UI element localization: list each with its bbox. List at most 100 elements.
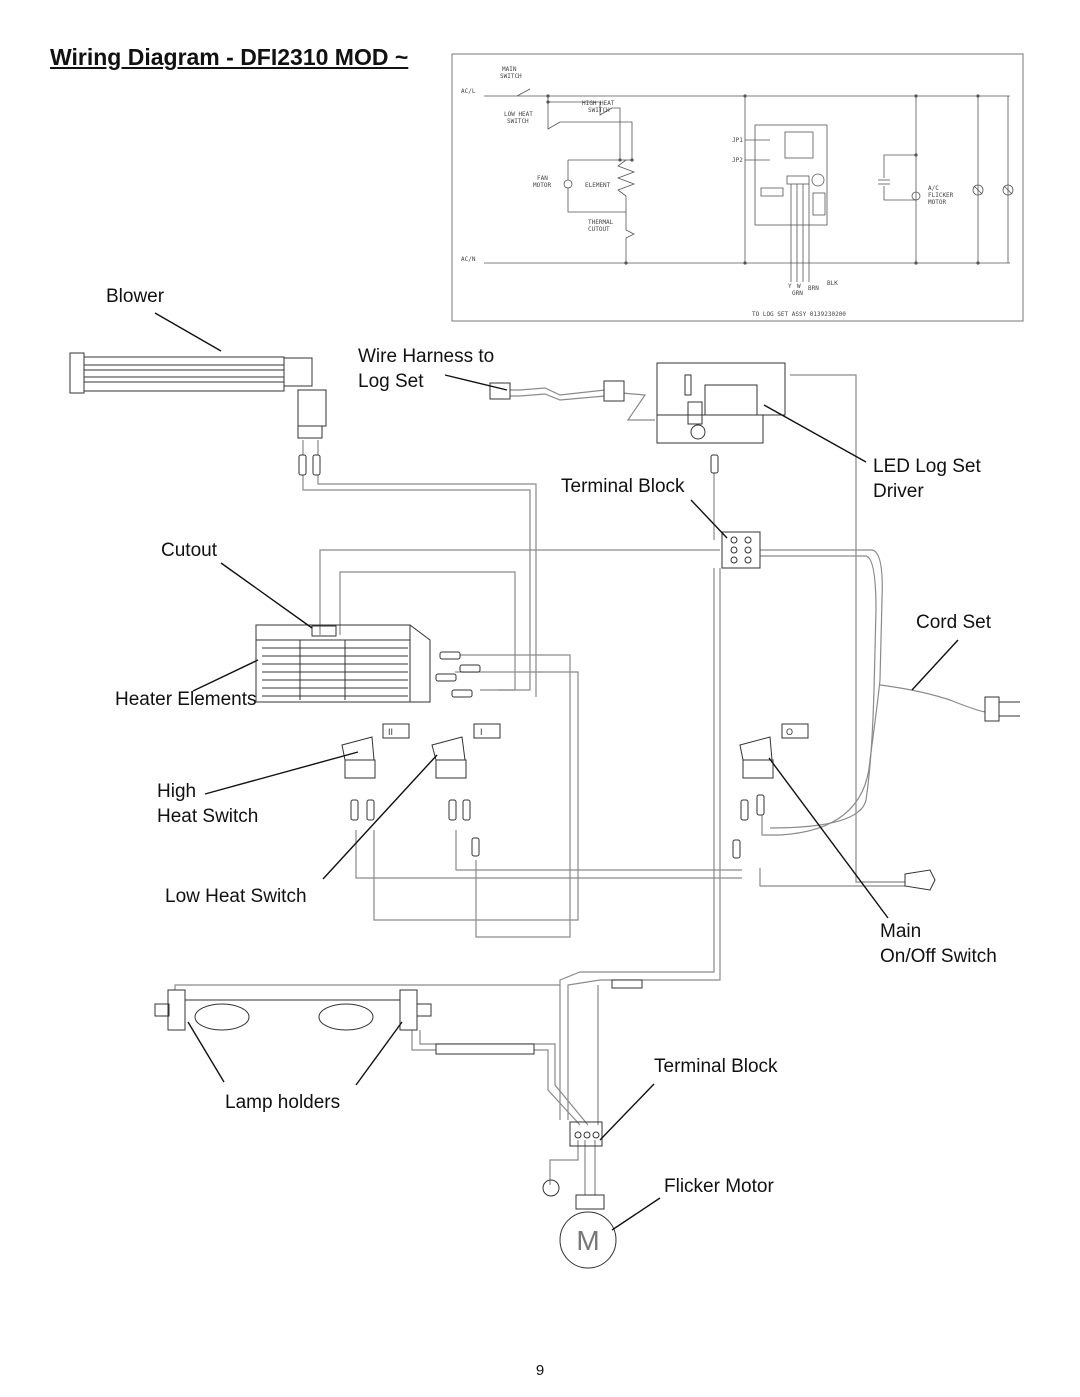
schematic-cap-return <box>883 186 916 201</box>
schematic-high-heat-branch-b <box>560 121 633 160</box>
schematic-high-heat-label-1: HIGH HEAT <box>582 100 615 107</box>
leader-lines <box>154 312 959 1231</box>
lamp-holder-left-terminal <box>154 1003 170 1017</box>
schematic-wire-w-label: W <box>797 283 801 290</box>
schematic-thermal-cutout <box>625 196 635 263</box>
schematic-junction-dots <box>546 94 980 265</box>
blower-connector <box>297 425 323 439</box>
flicker-motor-cap <box>575 1194 605 1210</box>
leader-wire-harness <box>444 374 508 391</box>
switch-marks: II I O <box>388 727 793 737</box>
terminal-block-top-body <box>721 531 761 569</box>
schematic-thermal-label-2: CUTOUT <box>588 226 610 233</box>
schematic-fan-motor-symbol <box>563 179 573 189</box>
label-high-heat-1: High <box>157 781 197 802</box>
low-heat-switch <box>431 723 501 779</box>
cord-set-plug <box>984 696 1020 722</box>
schematic-connector <box>786 175 810 185</box>
label-main-switch-1: Main <box>880 921 922 942</box>
label-cord-set: Cord Set <box>916 612 991 633</box>
schematic-low-heat-label-1: LOW HEAT <box>504 111 533 118</box>
low-switch-body <box>435 759 467 779</box>
blower-motor-body <box>297 389 327 427</box>
page-number: 9 <box>535 1362 545 1379</box>
leader-cutout <box>220 562 313 629</box>
main-on-off-switch <box>739 723 809 779</box>
lamp-holders <box>154 989 432 1031</box>
terminal-clips <box>298 454 765 859</box>
label-terminal-block-top: Terminal Block <box>561 476 685 497</box>
leader-high-heat-switch <box>204 751 359 795</box>
blower-motor <box>283 357 313 387</box>
schematic-wire-grn-label: GRN <box>792 290 803 297</box>
harness-connector-left <box>489 382 511 400</box>
leader-flicker-motor <box>611 1197 661 1231</box>
wire-driver-right-rail <box>790 374 905 883</box>
schematic-lamp-1 <box>972 184 984 196</box>
schematic-lamp-2 <box>1002 184 1014 196</box>
wire-cutout-to-terminal <box>319 549 720 635</box>
label-flicker-motor: Flicker Motor <box>664 1176 774 1197</box>
schematic-high-heat-branch-c <box>612 107 621 160</box>
driver-capacitor <box>690 424 706 440</box>
schematic-transformer <box>784 131 814 159</box>
schematic-low-heat-branch <box>547 96 561 130</box>
schematic-high-heat-label-2: SWITCH <box>588 107 610 114</box>
schematic-main-switch-label-2: SWITCH <box>500 73 522 80</box>
schematic-wire-y-label: Y <box>788 283 792 290</box>
label-led-driver-2: Driver <box>873 481 924 502</box>
schematic-jp1-label: JP1 <box>732 137 743 144</box>
label-blower: Blower <box>106 286 165 307</box>
output-connector <box>904 869 936 891</box>
wire-cutout-loop <box>339 571 516 691</box>
schematic-high-heat-branch-a <box>548 101 613 116</box>
wire-terminal-to-bottom-block <box>567 568 721 1120</box>
wire-low-switch-to-main <box>455 830 742 871</box>
wire-motor-lead-1 <box>549 1140 579 1185</box>
lamp-holder-right-terminal <box>416 1003 432 1017</box>
schematic-fan-label-1: FAN <box>537 175 548 182</box>
lamp-holder-right <box>399 989 418 1031</box>
wire-lamp-right-2 <box>419 1030 589 1126</box>
leader-heater-elements <box>192 659 259 692</box>
wire-blower-to-heater <box>302 440 531 691</box>
main-switch-rocker <box>739 736 773 761</box>
high-switch-body <box>344 759 376 779</box>
high-switch-indicator <box>382 723 410 739</box>
schematic <box>451 53 1024 322</box>
wire-main-to-plug <box>759 868 905 887</box>
wire-sleeve <box>435 1043 535 1055</box>
label-high-heat-2: Heat Switch <box>157 806 259 827</box>
flicker-motor-shaft <box>542 1179 560 1197</box>
terminal-block-bottom-body <box>569 1121 603 1147</box>
wire-terminal-to-bottom-block-2 <box>559 568 715 1120</box>
schematic-thermal-label-1: THERMAL <box>588 219 614 226</box>
lamp-bulb-left <box>194 1003 250 1031</box>
wire-cord-set-b <box>760 555 877 829</box>
high-switch-rocker <box>341 736 375 761</box>
label-main-switch-2: On/Off Switch <box>880 946 997 967</box>
label-heater-elements: Heater Elements <box>115 689 257 710</box>
schematic-ac-l-label: AC/L <box>461 88 476 95</box>
wire-high-switch-to-main <box>355 830 742 879</box>
driver-component <box>684 374 692 396</box>
terminal-block-bottom <box>569 1121 603 1147</box>
low-switch-mark: I <box>480 727 483 737</box>
misc-parts <box>435 869 936 1055</box>
label-lamp-holders: Lamp holders <box>225 1092 341 1113</box>
schematic-fan-label-2: MOTOR <box>533 182 551 189</box>
leader-low-heat-switch <box>322 754 438 880</box>
schematic-flicker-motor-symbol <box>911 191 921 201</box>
schematic-element-resistor <box>616 159 636 197</box>
leader-lamp-holder-right <box>355 1021 403 1086</box>
label-wire-harness-1: Wire Harness to <box>358 346 495 367</box>
driver-board-top <box>656 362 786 416</box>
label-low-heat-switch: Low Heat Switch <box>165 886 307 907</box>
label-led-driver-1: LED Log Set <box>873 456 981 477</box>
schematic-main-switch-contact <box>516 88 531 97</box>
high-switch-mark: II <box>388 727 393 737</box>
wire-harness-c <box>621 392 655 421</box>
schematic-wire-blk-label: BLK <box>827 280 838 287</box>
